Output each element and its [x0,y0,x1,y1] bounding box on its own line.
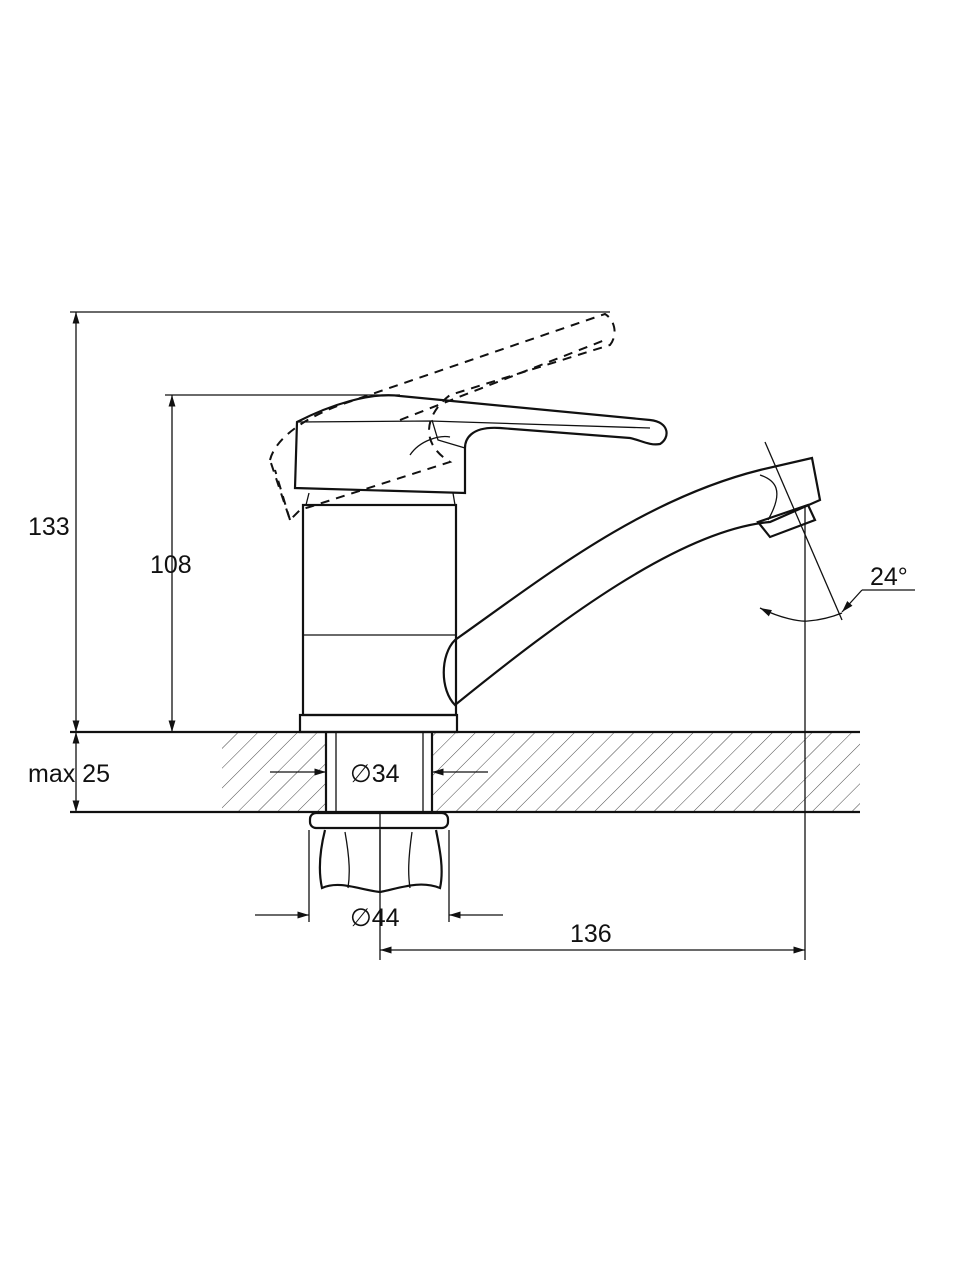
dimension-spout-reach: 136 [379,505,806,960]
nut-diameter-label: ∅44 [350,904,400,932]
hole-diameter-label: ∅34 [350,760,400,788]
countertop-section [70,730,860,814]
dimension-body-height: 108 [150,394,400,732]
body-height-label: 108 [150,551,192,579]
dimension-nut-diameter: ∅44 [255,830,503,932]
lever-handle [293,394,668,495]
mounting-nut [308,811,450,894]
dimension-hole-diameter: ∅34 [270,760,488,788]
spout [442,456,822,707]
dimension-countertop-thickness: max 25 [28,732,222,813]
total-height-label: 133 [28,513,70,541]
dimension-swivel-angle: 24° [759,441,915,622]
faucet-body [298,492,459,734]
dimension-total-height: 133 [28,311,610,732]
lever-handle-raised-dashed [269,312,616,522]
countertop-thickness-label: max 25 [28,760,110,788]
spout-reach-label: 136 [570,920,612,948]
swivel-angle-label: 24° [870,563,908,591]
